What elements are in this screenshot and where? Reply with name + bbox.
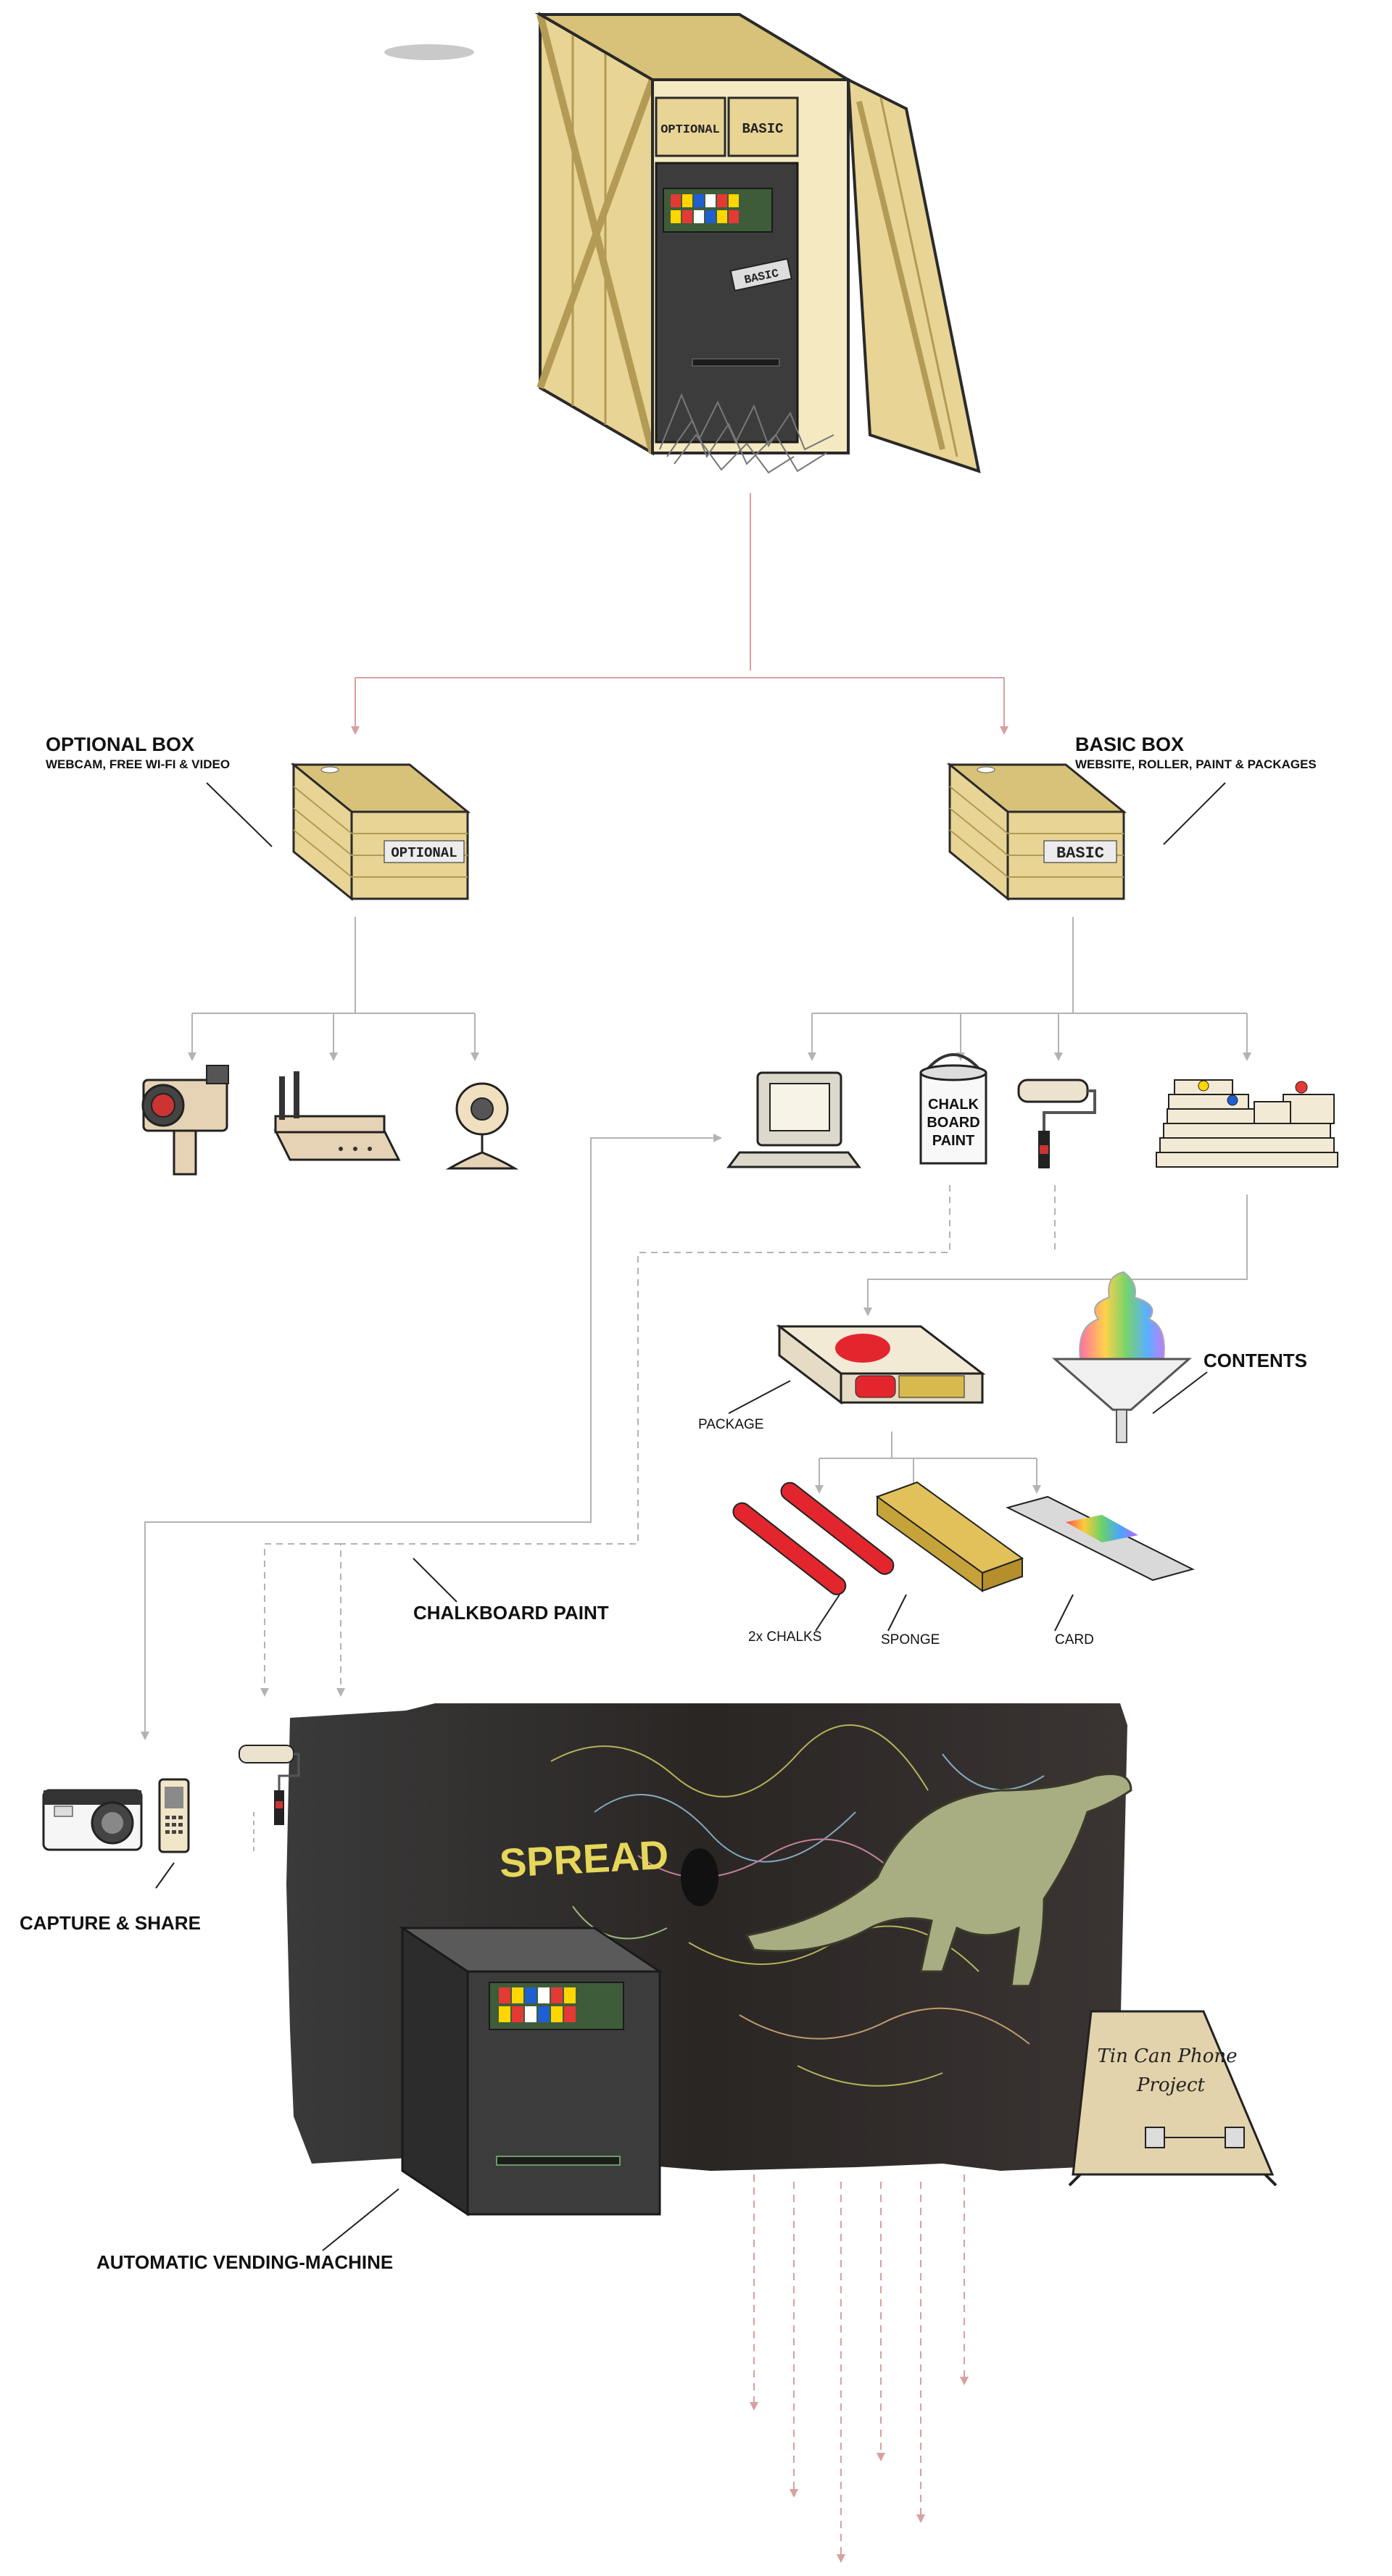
paint-roller-icon bbox=[1017, 1079, 1096, 1168]
automatic-vending-machine bbox=[399, 1926, 663, 2216]
tin-can-phone-sign: Tin Can Phone Project bbox=[1068, 2010, 1277, 2187]
card-icon bbox=[1006, 1495, 1195, 1582]
chalks-icon bbox=[732, 1482, 895, 1595]
flow-connectors bbox=[141, 493, 1251, 2563]
optional-box-label: OPTIONAL bbox=[391, 845, 457, 861]
card-label: CARD bbox=[1055, 1632, 1094, 1648]
basic-box-subtitle: WEBSITE, ROLLER, PAINT & PACKAGES bbox=[1075, 757, 1317, 771]
paint-can-line-2: BOARD bbox=[927, 1115, 979, 1131]
crate-optional-label: OPTIONAL bbox=[660, 123, 720, 137]
vending-machine-label: AUTOMATIC VENDING-MACHINE bbox=[96, 2251, 394, 2273]
package-label: PACKAGE bbox=[698, 1417, 764, 1432]
capture-share-label: CAPTURE & SHARE bbox=[20, 1912, 201, 1934]
tin-cans-icon bbox=[1145, 2127, 1245, 2148]
crate-machine-buttons bbox=[671, 194, 739, 223]
webcam-icon bbox=[445, 1082, 519, 1170]
basic-box-label: BASIC bbox=[1056, 844, 1104, 863]
chalkboard-paint-can-icon: CHALK BOARD PAINT bbox=[919, 1053, 987, 1165]
chalks-label: 2x CHALKS bbox=[748, 1629, 822, 1645]
optional-box-title: OPTIONAL BOX bbox=[46, 734, 195, 755]
soft-serve-icon bbox=[1052, 1271, 1192, 1443]
sign-line-2: Project bbox=[1136, 2074, 1206, 2096]
basic-box-title: BASIC BOX bbox=[1075, 734, 1185, 755]
package-box-icon bbox=[776, 1324, 986, 1405]
packages-stack-icon bbox=[1156, 1079, 1338, 1168]
packing-straw bbox=[659, 393, 834, 474]
basic-box-crate: BASIC bbox=[946, 762, 1127, 902]
sponge-label: SPONGE bbox=[881, 1632, 940, 1648]
graffiti-text: SPREAD bbox=[498, 1832, 669, 1886]
chalkboard-paint-label: CHALKBOARD PAINT bbox=[413, 1602, 609, 1624]
paint-can-line-1: CHALK bbox=[928, 1097, 979, 1113]
basic-box-heading: BASIC BOX WEBSITE, ROLLER, PAINT & PACKA… bbox=[1075, 734, 1317, 772]
optional-box-crate: OPTIONAL bbox=[290, 762, 471, 902]
contents-label: CONTENTS bbox=[1204, 1350, 1307, 1371]
photo-camera-icon bbox=[42, 1789, 143, 1851]
paint-can-line-3: PAINT bbox=[932, 1133, 975, 1149]
opened-shipping-crate: OPTIONAL BASIC BASIC bbox=[384, 12, 981, 474]
wifi-router-icon bbox=[273, 1071, 401, 1161]
computer-icon bbox=[726, 1071, 861, 1168]
optional-box-subtitle: WEBCAM, FREE WI-FI & VIDEO bbox=[46, 757, 231, 771]
wall-paint-roller-icon bbox=[239, 1745, 300, 1825]
optional-box-heading: OPTIONAL BOX WEBCAM, FREE WI-FI & VIDEO bbox=[46, 734, 230, 772]
sign-line-1: Tin Can Phone bbox=[1097, 2045, 1237, 2067]
crate-basic-label: BASIC bbox=[742, 121, 783, 137]
sponge-icon bbox=[875, 1481, 1024, 1592]
video-camera-icon bbox=[141, 1065, 229, 1176]
mobile-phone-icon bbox=[158, 1778, 190, 1853]
